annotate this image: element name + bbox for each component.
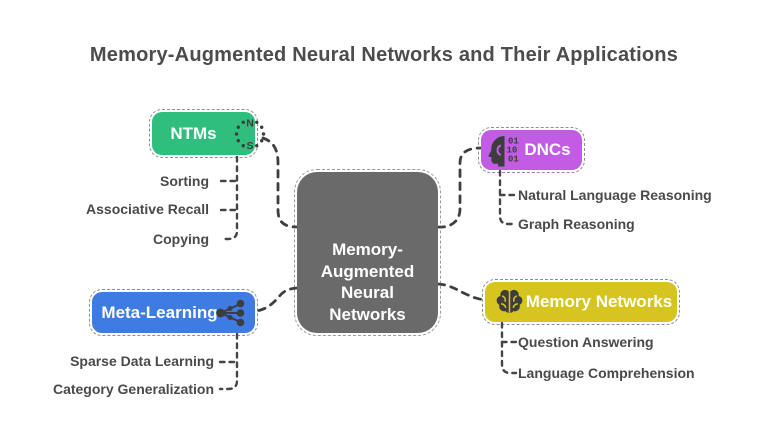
brain-icon-svg bbox=[496, 289, 523, 313]
branch-item-natural-language-reasoning: Natural Language Reasoning bbox=[518, 187, 712, 203]
branch-item-question-answering: Question Answering bbox=[518, 334, 654, 350]
branch-node-label: DNCs bbox=[524, 140, 571, 159]
svg-text:S: S bbox=[246, 140, 253, 152]
connector-memory-networks-items bbox=[500, 321, 518, 375]
branch-item-graph-reasoning: Graph Reasoning bbox=[518, 216, 635, 232]
diagram-title: Memory-Augmented Neural Networks and The… bbox=[89, 44, 679, 66]
branch-node-memory-networks: Memory Networks bbox=[481, 278, 681, 326]
branch-node-label: Meta-Learning bbox=[101, 302, 218, 322]
branch-item-sparse-data-learning: Sparse Data Learning bbox=[70, 353, 214, 369]
central-node-line: Neural bbox=[341, 283, 394, 302]
central-node-line: Augmented bbox=[320, 261, 415, 281]
connector-central-memory-networks bbox=[436, 282, 487, 302]
branch-node-meta-learning: Meta-Learning bbox=[88, 288, 259, 337]
branch-item-copying: Copying bbox=[153, 231, 209, 247]
central-node-memory-augmented-neural-networks: Memory- Augmented Neural Networks bbox=[294, 169, 441, 336]
branch-item-associative-recall: Associative Recall bbox=[86, 201, 209, 217]
branch-node-label: Memory Networks bbox=[525, 292, 673, 311]
branch-node-dncs: 01 10 01 DNCs bbox=[477, 126, 586, 174]
branch-item-language-comprehension: Language Comprehension bbox=[518, 365, 695, 381]
connector-central-dncs bbox=[436, 146, 483, 229]
head-binary-icon-svg: 01 10 01 bbox=[488, 136, 519, 167]
brain-icon bbox=[494, 287, 525, 318]
svg-text:N: N bbox=[246, 117, 254, 129]
svg-text:01: 01 bbox=[508, 137, 519, 147]
connector-dncs-items bbox=[498, 169, 516, 226]
compass-icon: N S bbox=[231, 115, 269, 153]
share-network-icon bbox=[215, 298, 248, 328]
connector-central-meta bbox=[254, 286, 299, 313]
branch-item-sorting: Sorting bbox=[160, 173, 209, 189]
branch-node-label: NTMs bbox=[170, 123, 217, 143]
svg-text:10: 10 bbox=[507, 146, 518, 156]
svg-text:01: 01 bbox=[508, 155, 519, 165]
central-node-line: Networks bbox=[329, 304, 406, 324]
branch-item-category-generalization: Category Generalization bbox=[52, 381, 214, 397]
share-network-icon-svg bbox=[216, 299, 245, 326]
compass-icon-svg: N S bbox=[234, 117, 266, 152]
connector-meta-items bbox=[218, 332, 239, 391]
central-node-line: Memory- bbox=[332, 240, 403, 259]
connector-ntms-items bbox=[219, 155, 239, 241]
head-binary-icon: 01 10 01 bbox=[484, 134, 521, 167]
branch-node-ntms: NTMs N S bbox=[148, 108, 266, 159]
connector-ntms-central bbox=[261, 136, 299, 229]
